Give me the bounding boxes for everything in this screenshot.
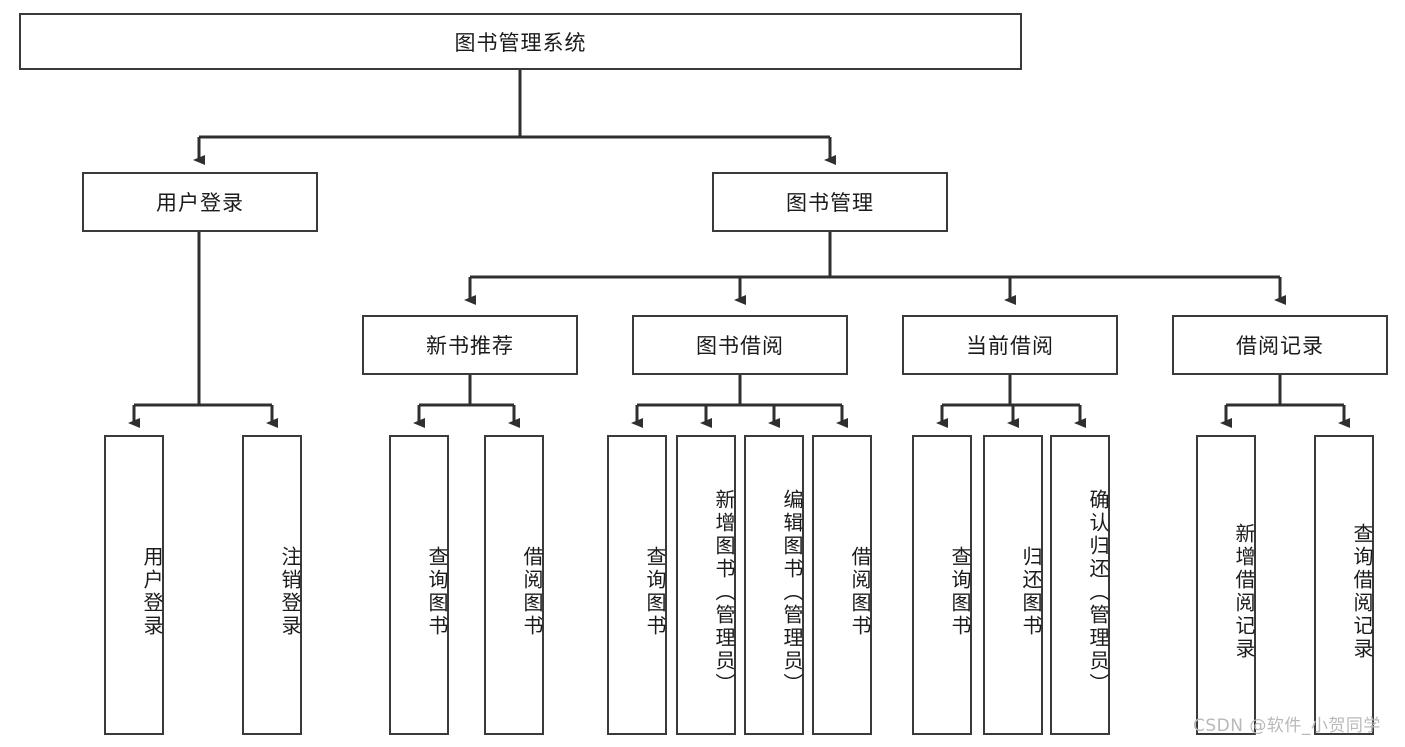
leaf-current-confirm-return[interactable]: 确认归还（管理员） xyxy=(1050,435,1110,735)
leaf-label: 注销登录 xyxy=(278,546,302,638)
leaf-label: 编辑图书（管理员） xyxy=(780,488,804,696)
leaf-borrow-add-book[interactable]: 新增图书（管理员） xyxy=(676,435,736,735)
node-borrow-record[interactable]: 借阅记录 xyxy=(1172,315,1388,375)
leaf-label: 确认归还（管理员） xyxy=(1086,488,1110,696)
node-root[interactable]: 图书管理系统 xyxy=(19,13,1022,70)
node-user-login[interactable]: 用户登录 xyxy=(82,172,318,232)
leaf-label: 查询图书 xyxy=(948,546,972,638)
node-new-book-recommend[interactable]: 新书推荐 xyxy=(362,315,578,375)
leaf-label: 归还图书 xyxy=(1019,546,1043,638)
leaf-borrow-borrow-book[interactable]: 借阅图书 xyxy=(812,435,872,735)
leaf-label: 借阅图书 xyxy=(520,546,544,638)
leaf-current-return-book[interactable]: 归还图书 xyxy=(983,435,1043,735)
node-book-management[interactable]: 图书管理 xyxy=(712,172,948,232)
leaf-label: 查询借阅记录 xyxy=(1350,523,1374,661)
leaf-recommend-borrow-book[interactable]: 借阅图书 xyxy=(484,435,544,735)
leaf-record-query-record[interactable]: 查询借阅记录 xyxy=(1314,435,1374,735)
leaf-label: 用户登录 xyxy=(140,546,164,638)
leaf-borrow-query-book[interactable]: 查询图书 xyxy=(607,435,667,735)
csdn-watermark: CSDN @软件_小贺同学 xyxy=(1193,716,1381,736)
leaf-label: 新增图书（管理员） xyxy=(712,488,736,696)
leaf-label: 新增借阅记录 xyxy=(1232,523,1256,661)
leaf-user-login-logout[interactable]: 注销登录 xyxy=(242,435,302,735)
leaf-label: 查询图书 xyxy=(643,546,667,638)
leaf-borrow-edit-book[interactable]: 编辑图书（管理员） xyxy=(744,435,804,735)
leaf-user-login-login[interactable]: 用户登录 xyxy=(104,435,164,735)
leaf-label: 查询图书 xyxy=(425,546,449,638)
leaf-recommend-query-book[interactable]: 查询图书 xyxy=(389,435,449,735)
node-current-borrow[interactable]: 当前借阅 xyxy=(902,315,1118,375)
leaf-label: 借阅图书 xyxy=(848,546,872,638)
leaf-record-add-record[interactable]: 新增借阅记录 xyxy=(1196,435,1256,735)
node-book-borrow[interactable]: 图书借阅 xyxy=(632,315,848,375)
leaf-current-query-book[interactable]: 查询图书 xyxy=(912,435,972,735)
